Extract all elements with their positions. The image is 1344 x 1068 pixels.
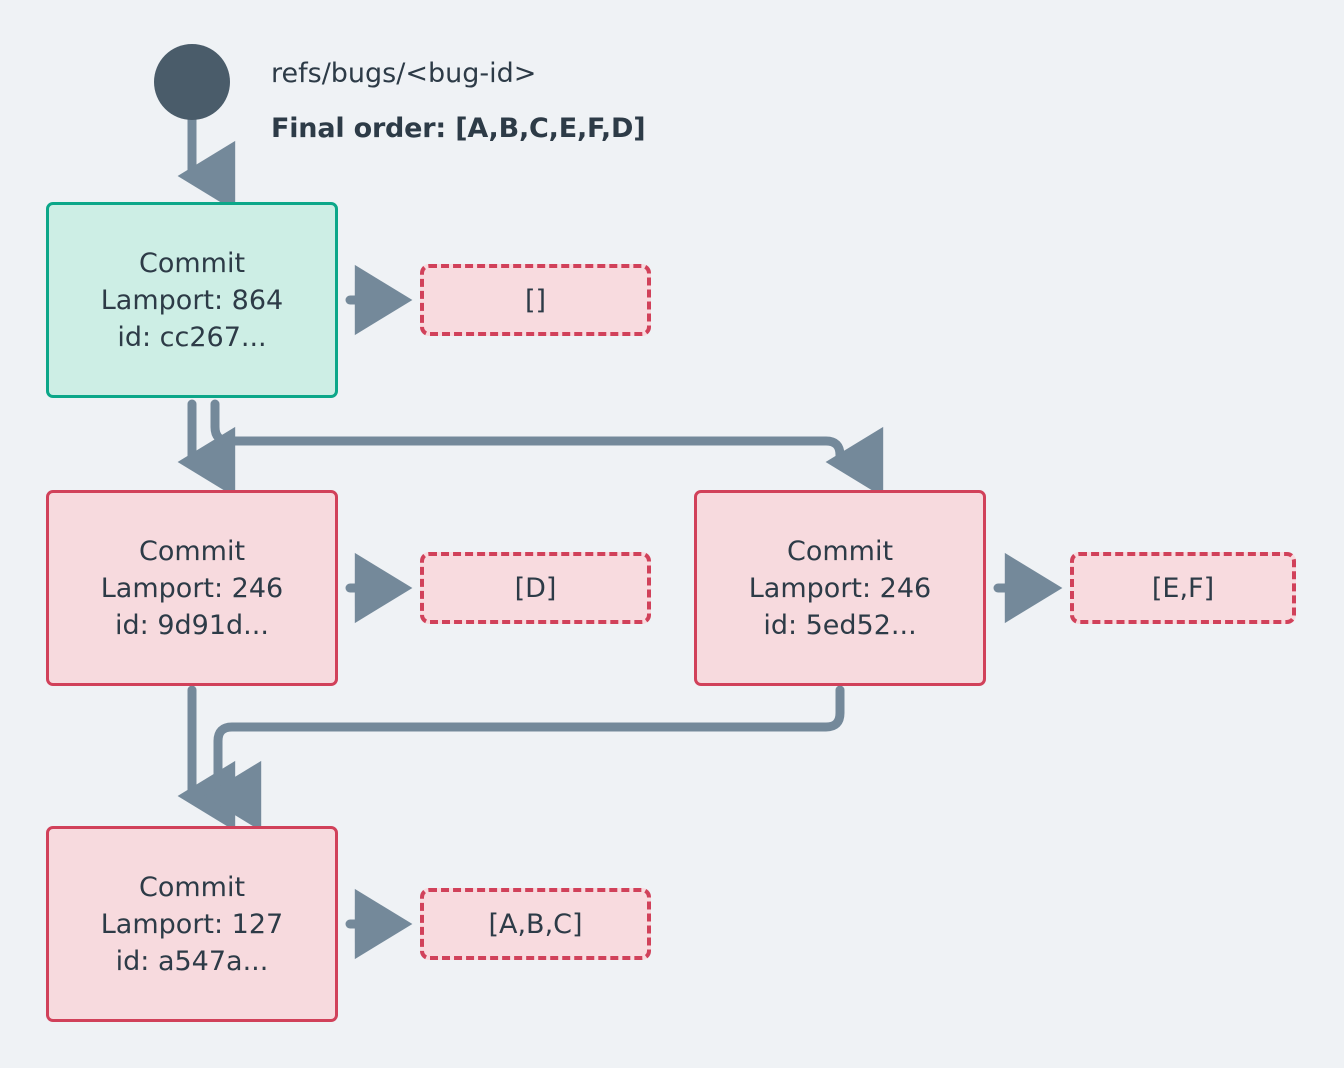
commit-node-cc267[interactable]: Commit Lamport: 864 id: cc267... (46, 202, 338, 398)
ref-path-label: refs/bugs/<bug-id> (271, 58, 537, 89)
operations-box-cc267[interactable]: [] (420, 264, 651, 336)
commit-id: id: cc267... (117, 321, 267, 353)
commit-lamport: Lamport: 246 (748, 572, 932, 604)
operations-box-a547a[interactable]: [A,B,C] (420, 888, 651, 960)
commit-title: Commit (786, 535, 894, 567)
final-order-label: Final order: [A,B,C,E,F,D] (271, 113, 646, 144)
commit-lamport: Lamport: 864 (100, 284, 284, 316)
commit-node-a547a[interactable]: Commit Lamport: 127 id: a547a... (46, 826, 338, 1022)
ref-root-circle[interactable] (154, 44, 230, 120)
edge-5ed52-to-a547a (203, 685, 845, 832)
commit-id: id: a547a... (115, 945, 269, 977)
edge-cc267-to-5ed52 (210, 399, 884, 498)
commit-title: Commit (138, 871, 246, 903)
commit-node-5ed52[interactable]: Commit Lamport: 246 id: 5ed52... (694, 490, 986, 686)
operations-box-9d91d[interactable]: [D] (420, 552, 651, 624)
commit-id: id: 5ed52... (763, 609, 917, 641)
commit-title: Commit (138, 535, 246, 567)
commit-lamport: Lamport: 127 (100, 908, 284, 940)
commit-lamport: Lamport: 246 (100, 572, 284, 604)
operations-box-5ed52[interactable]: [E,F] (1070, 552, 1296, 624)
commit-id: id: 9d91d... (115, 609, 269, 641)
commit-node-9d91d[interactable]: Commit Lamport: 246 id: 9d91d... (46, 490, 338, 686)
commit-title: Commit (138, 247, 246, 279)
